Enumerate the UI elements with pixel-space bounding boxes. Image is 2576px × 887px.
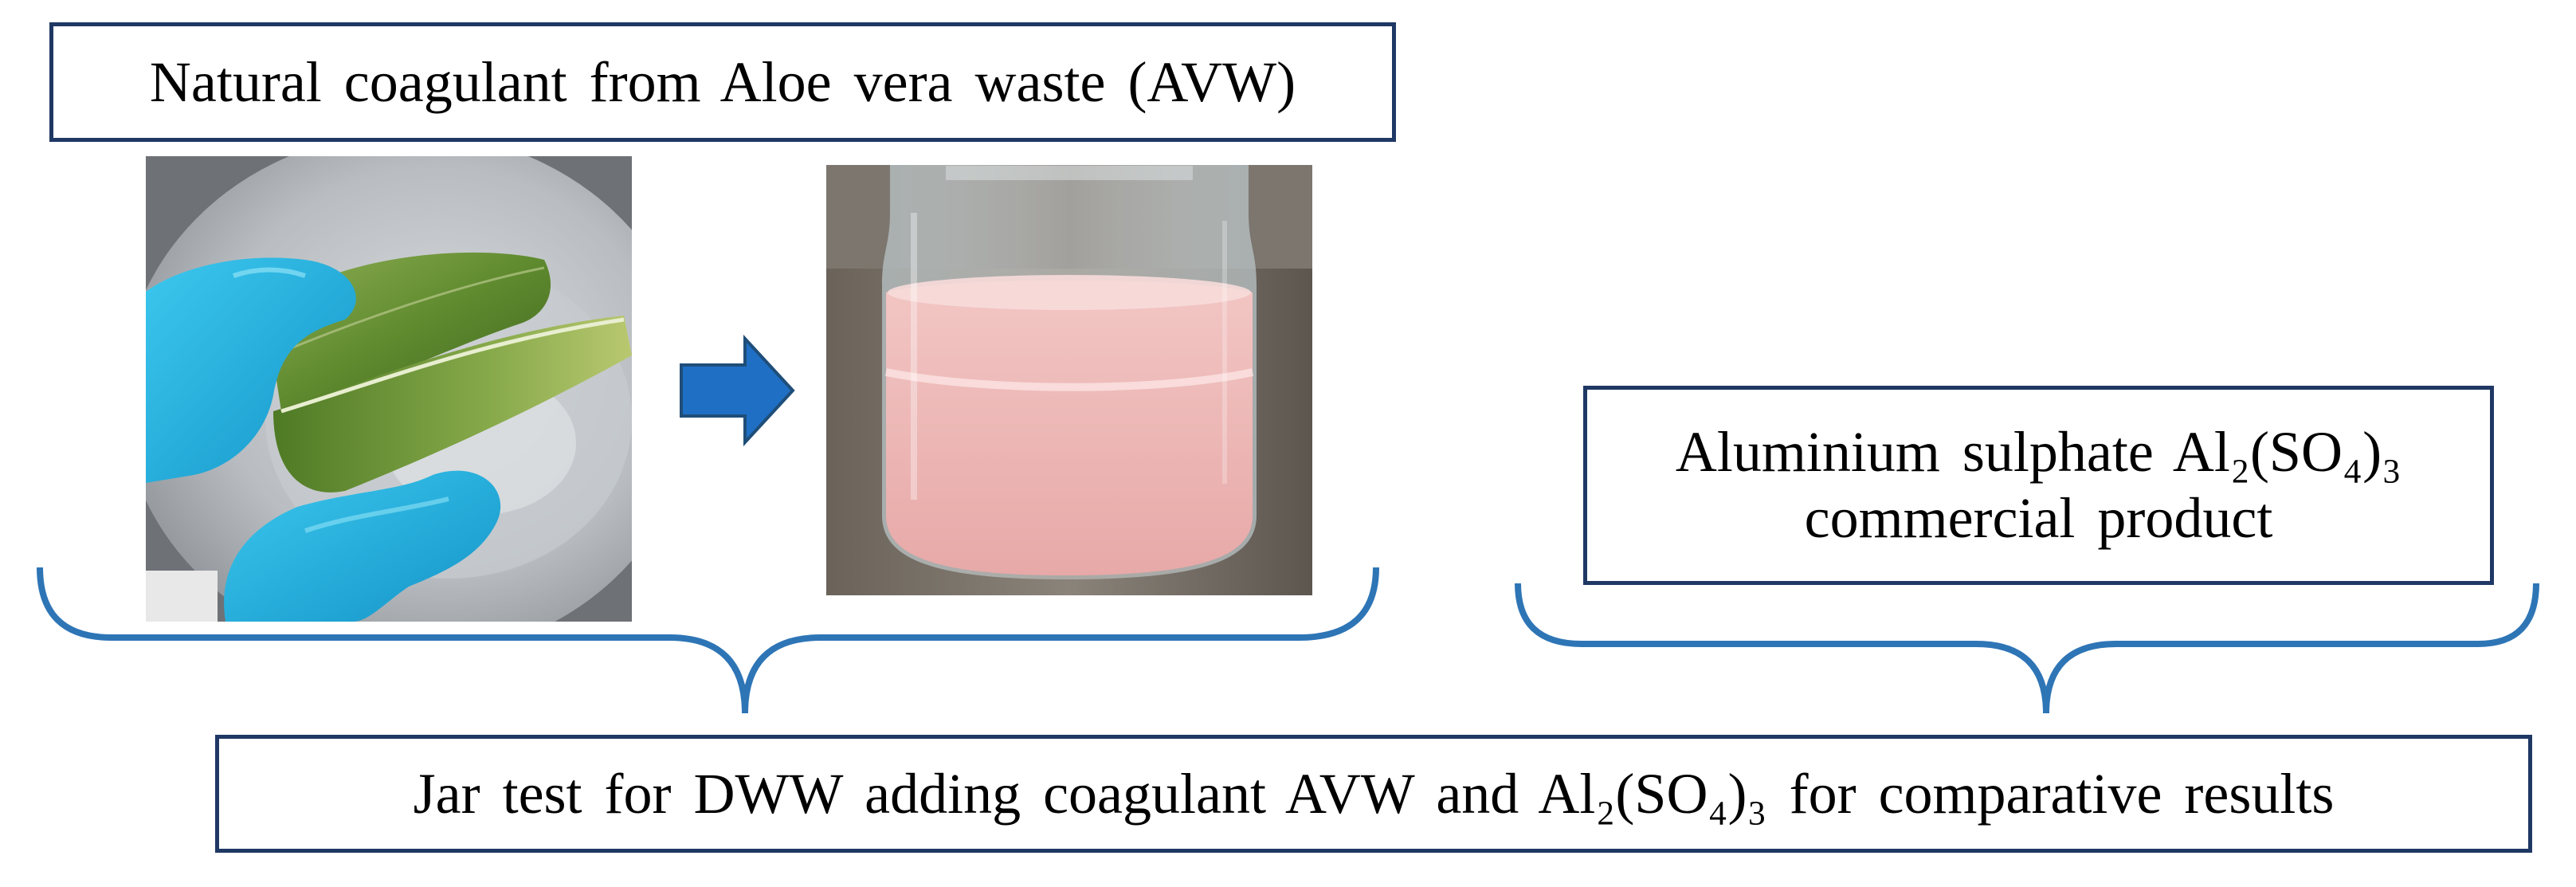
aluminium-line-2: commercial product: [1804, 486, 2273, 550]
jar-test-box: Jar test for DWW adding coagulant AVW an…: [215, 735, 2532, 853]
left-curly-brace: [37, 567, 1379, 714]
right-arrow-icon: [680, 334, 795, 447]
title-text: Natural coagulant from Aloe vera waste (…: [149, 49, 1296, 114]
right-curly-brace: [1515, 583, 2539, 714]
aloe-vera-photo: [146, 156, 632, 622]
aluminium-line-1: Aluminium sulphate Al₂(SO₄)₃: [1675, 420, 2402, 485]
aloe-vera-illustration: [146, 156, 632, 622]
jar-extract-photo: [826, 165, 1312, 595]
jar-illustration: [826, 165, 1312, 595]
aluminium-sulphate-box: Aluminium sulphate Al₂(SO₄)₃ commercial …: [1583, 386, 2494, 585]
jar-test-text: Jar test for DWW adding coagulant AVW an…: [413, 761, 2335, 826]
title-box: Natural coagulant from Aloe vera waste (…: [49, 22, 1396, 142]
